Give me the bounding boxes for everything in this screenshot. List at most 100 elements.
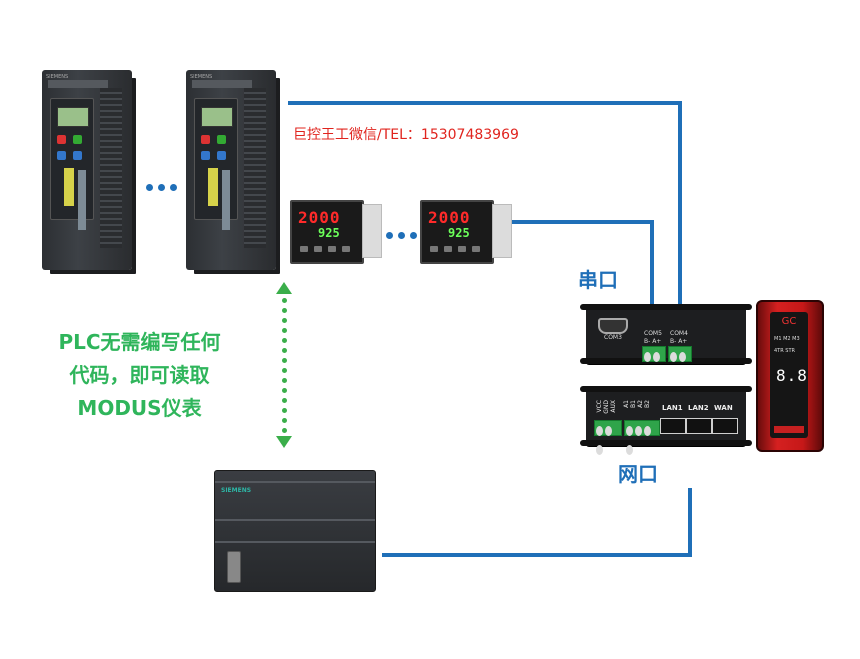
link-dot <box>282 408 287 413</box>
lan2-label: LAN2 <box>688 404 709 412</box>
gc-title: GC <box>781 316 797 327</box>
network-gateway: VCC GND AUX A1 B1 A2 B2 LAN1 LAN2 WAN <box>580 386 752 455</box>
gc-device: GC M1 M2 M3 4TR STR 8.8 <box>756 300 824 452</box>
inverter-heatsink <box>244 88 266 248</box>
gc-status: 4TR STR <box>774 348 796 354</box>
power-terminal <box>594 420 622 455</box>
db9-connector <box>598 318 628 334</box>
link-dot <box>282 338 287 343</box>
temperature-controller-2: 2000 925 <box>420 200 494 264</box>
inverter-brand: SIEMENS <box>190 74 213 80</box>
network-port-label: 网口 <box>618 462 658 486</box>
plc-brand: SIEMENS <box>221 487 252 494</box>
ellipsis-dot <box>410 232 417 239</box>
gateway-rail <box>580 358 752 364</box>
gc-indicators: M1 M2 M3 <box>774 336 800 342</box>
plc-serial-port <box>227 551 241 583</box>
wire-controller-to-serial-horizontal <box>512 220 654 224</box>
inverter-2: SIEMENS <box>186 70 276 270</box>
controller-keys <box>430 246 480 252</box>
arrow-down-icon <box>276 436 292 448</box>
terminal-label-a2: A2 <box>637 400 644 408</box>
terminal-label-gnd: GND <box>603 400 610 414</box>
feature-note-line: MODUS仪表 <box>77 396 202 420</box>
inverter-screen <box>201 107 233 127</box>
gc-display-panel: GC M1 M2 M3 4TR STR 8.8 <box>770 312 808 438</box>
inverter-screen <box>57 107 89 127</box>
plc-band <box>215 481 375 483</box>
ellipsis-dot <box>146 184 153 191</box>
wire-inverter-to-serial-vertical <box>678 101 682 304</box>
com5-terminal <box>642 346 666 362</box>
terminal-label-aux: AUX <box>610 400 617 413</box>
controller-sv-display: 925 <box>318 226 340 240</box>
inverter-button-red <box>201 135 210 144</box>
inverter-io-strip <box>222 170 230 230</box>
lan2-port <box>686 418 712 434</box>
inverter-terminal-block <box>64 168 74 206</box>
link-dot <box>282 308 287 313</box>
link-dot <box>282 418 287 423</box>
inverter-terminal-block <box>208 168 218 206</box>
serial-port-label: 串口 <box>578 268 618 292</box>
wire-controller-to-serial-vertical <box>650 220 654 304</box>
controller-sv-display: 925 <box>448 226 470 240</box>
contact-info: 巨控王工微信/TEL：15307483969 <box>293 127 519 143</box>
controller-housing <box>492 204 512 258</box>
com4-label: COM4 <box>670 330 688 337</box>
link-dot <box>282 368 287 373</box>
inverter-button-green <box>217 135 226 144</box>
ellipsis-dot <box>386 232 393 239</box>
gateway-rail <box>580 304 752 310</box>
inverter-io-strip <box>78 170 86 230</box>
inverter-button-green <box>73 135 82 144</box>
com3-label: COM3 <box>604 334 622 341</box>
wan-port <box>712 418 738 434</box>
com4-pins: B- A+ <box>670 338 688 345</box>
inverter-top-vent <box>192 80 252 88</box>
link-dot <box>282 398 287 403</box>
inverter-button-blue <box>73 151 82 160</box>
wan-label: WAN <box>714 404 733 412</box>
inverter-button-blue <box>217 151 226 160</box>
feature-note-line: PLC无需编写任何 <box>58 330 221 354</box>
wire-plc-to-network-vertical <box>688 488 692 557</box>
gc-digits: 8.8 <box>776 366 808 385</box>
link-dot <box>282 378 287 383</box>
plc-band <box>215 519 375 521</box>
link-dot <box>282 428 287 433</box>
ellipsis-dot <box>170 184 177 191</box>
lan1-port <box>660 418 686 434</box>
terminal-label-b1: B1 <box>630 400 637 408</box>
controller-keys <box>300 246 350 252</box>
link-dot <box>282 388 287 393</box>
inverter-button-blue <box>57 151 66 160</box>
link-dot <box>282 348 287 353</box>
feature-note-line: 代码，即可读取 <box>69 363 210 387</box>
link-dot <box>282 318 287 323</box>
gc-bottom-strip <box>774 426 804 433</box>
com5-label: COM5 <box>644 330 662 337</box>
link-dot <box>282 298 287 303</box>
arrow-up-icon <box>276 282 292 294</box>
ellipsis-dot <box>398 232 405 239</box>
inverter-button-red <box>57 135 66 144</box>
ellipsis-dot <box>158 184 165 191</box>
wire-inverter-to-serial-horizontal <box>288 101 680 105</box>
inverter-1: SIEMENS <box>42 70 132 270</box>
rs485-terminal <box>624 420 660 455</box>
terminal-label-a1: A1 <box>623 400 630 408</box>
controller-pv-display: 2000 <box>428 208 471 227</box>
controller-pv-display: 2000 <box>298 208 341 227</box>
serial-gateway: COM3 COM5 B- A+ COM4 B- A+ <box>580 304 752 364</box>
inverter-button-blue <box>201 151 210 160</box>
gateway-rail <box>580 386 752 392</box>
link-dot <box>282 328 287 333</box>
terminal-label-b2: B2 <box>644 400 651 408</box>
inverter-brand: SIEMENS <box>46 74 69 80</box>
com4-terminal <box>668 346 692 362</box>
plc-device: SIEMENS <box>214 470 376 592</box>
terminal-label-vcc: VCC <box>596 400 603 413</box>
feature-note: PLC无需编写任何 代码，即可读取 MODUS仪表 <box>12 326 267 425</box>
lan1-label: LAN1 <box>662 404 683 412</box>
